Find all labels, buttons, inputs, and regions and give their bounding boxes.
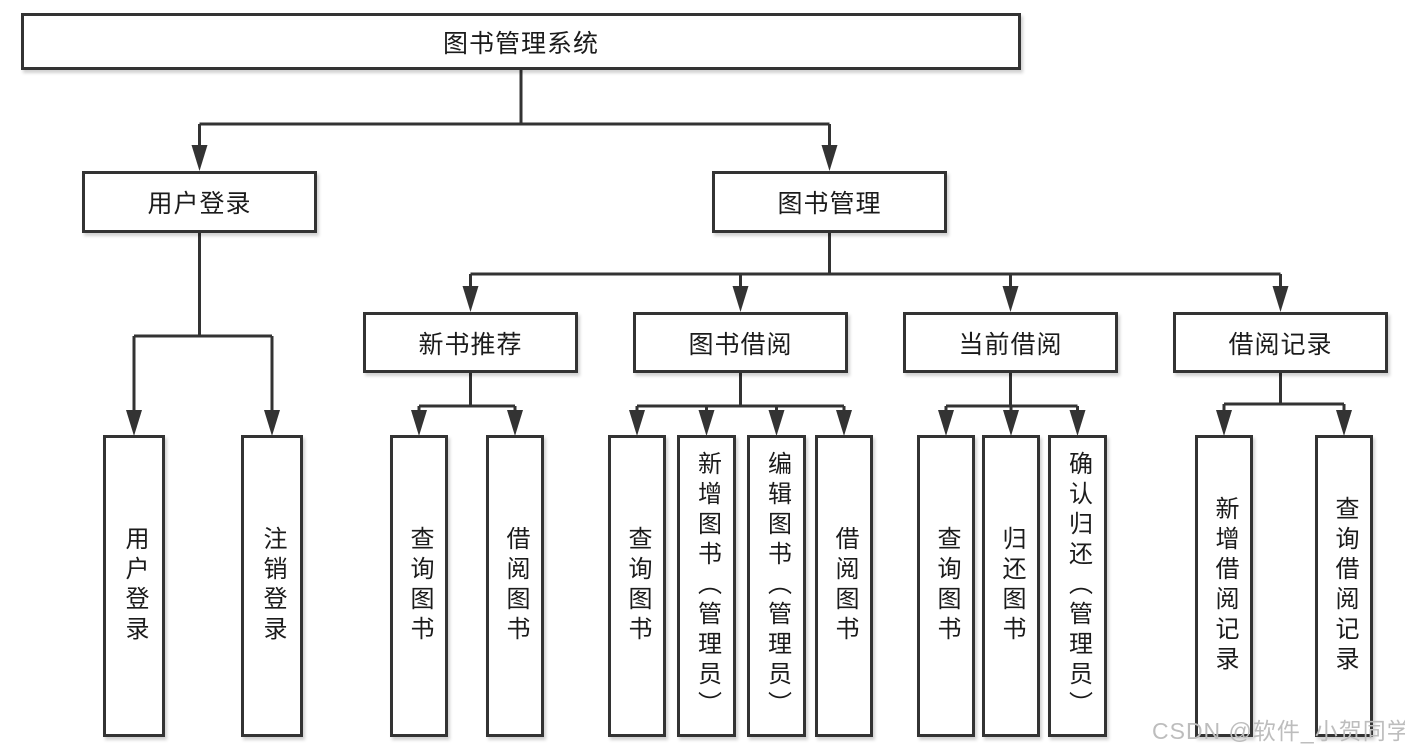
node-new-book-recommend: 新书推荐 <box>363 312 578 373</box>
node-leaf-borrow-query-label: 查询图书 <box>624 526 651 646</box>
node-root: 图书管理系统 <box>21 13 1021 70</box>
node-leaf-current-query-label: 查询图书 <box>933 526 960 646</box>
node-leaf-borrow-add-admin: 新增图书（管理员） <box>677 435 736 737</box>
node-leaf-user-login: 用户登录 <box>103 435 165 737</box>
node-current-borrow-label: 当前借阅 <box>958 330 1063 359</box>
node-leaf-logout-label: 注销登录 <box>259 526 286 646</box>
node-leaf-current-confirm-admin-label: 确认归还（管理员） <box>1064 451 1092 721</box>
node-book-management: 图书管理 <box>712 171 947 233</box>
node-leaf-newbooks-query: 查询图书 <box>390 435 448 737</box>
node-leaf-newbooks-query-label: 查询图书 <box>406 526 433 646</box>
node-leaf-records-query-label: 查询借阅记录 <box>1331 496 1358 676</box>
node-user-login: 用户登录 <box>82 171 317 233</box>
node-leaf-borrow-borrow-label: 借阅图书 <box>831 526 858 646</box>
node-leaf-newbooks-borrow-label: 借阅图书 <box>502 526 529 646</box>
node-book-borrow: 图书借阅 <box>633 312 848 373</box>
node-leaf-records-add: 新增借阅记录 <box>1195 435 1253 737</box>
node-current-borrow: 当前借阅 <box>903 312 1118 373</box>
node-leaf-current-query: 查询图书 <box>917 435 975 737</box>
node-leaf-borrow-edit-admin-label: 编辑图书（管理员） <box>763 451 791 721</box>
node-leaf-borrow-borrow: 借阅图书 <box>815 435 873 737</box>
node-leaf-user-login-label: 用户登录 <box>121 526 148 646</box>
node-leaf-current-confirm-admin: 确认归还（管理员） <box>1048 435 1107 737</box>
node-leaf-borrow-add-admin-label: 新增图书（管理员） <box>693 451 721 721</box>
node-borrow-records-label: 借阅记录 <box>1228 330 1333 359</box>
node-borrow-records: 借阅记录 <box>1173 312 1388 373</box>
node-user-login-label: 用户登录 <box>147 190 252 218</box>
node-leaf-newbooks-borrow: 借阅图书 <box>486 435 544 737</box>
node-leaf-borrow-edit-admin: 编辑图书（管理员） <box>747 435 806 737</box>
node-leaf-logout: 注销登录 <box>241 435 303 737</box>
watermark: CSDN @软件_小贺同学 <box>1152 718 1405 744</box>
node-leaf-current-return-label: 归还图书 <box>998 526 1025 646</box>
node-leaf-borrow-query: 查询图书 <box>608 435 666 737</box>
node-root-label: 图书管理系统 <box>442 29 599 58</box>
node-book-borrow-label: 图书借阅 <box>688 330 793 359</box>
node-leaf-records-query: 查询借阅记录 <box>1315 435 1373 737</box>
node-leaf-records-add-label: 新增借阅记录 <box>1211 496 1238 676</box>
node-book-management-label: 图书管理 <box>777 190 882 218</box>
node-leaf-current-return: 归还图书 <box>982 435 1040 737</box>
node-new-book-recommend-label: 新书推荐 <box>418 330 523 359</box>
